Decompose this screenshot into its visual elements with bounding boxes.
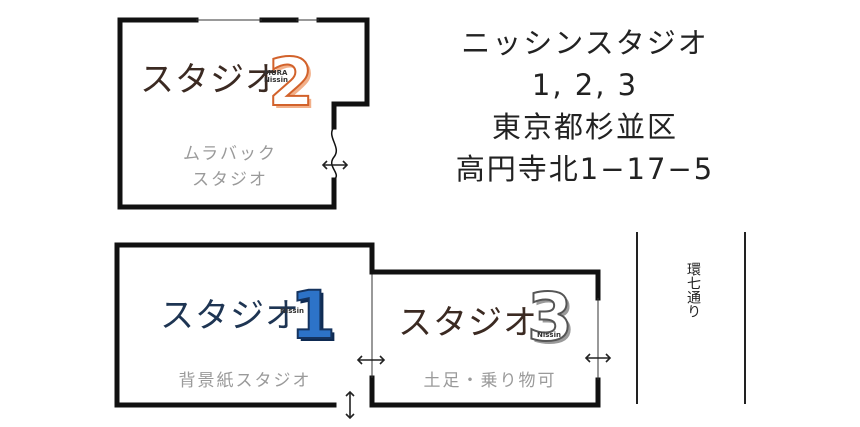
studio-1-room-label: 背景紙スタジオ (160, 368, 330, 394)
double-arrow-vertical-icon (345, 390, 355, 420)
studio-3-title: スタジオ (398, 303, 538, 343)
studio-3-walls (369, 269, 601, 408)
studio-name: ニッシンスタジオ (461, 26, 709, 60)
brand-nissin: Nissin (537, 331, 561, 339)
studio-3-number: 3 (526, 279, 574, 356)
double-arrow-horizontal-icon (356, 355, 386, 365)
wavy-opening-icon (331, 126, 337, 181)
double-arrow-horizontal-icon (321, 160, 349, 170)
street-lines (636, 232, 746, 404)
brand-nissin: Nissin (280, 307, 304, 315)
studio-1-brand: Nissin (280, 307, 304, 315)
studio-2-brand: MURA Nissin (264, 69, 288, 85)
studio-2-walls (117, 17, 370, 210)
studio-3-brand: Nissin (537, 331, 561, 339)
room-label-line-1: 土足・乗り物可 (423, 371, 557, 391)
brand-mura: MURA (264, 69, 288, 77)
studio-2-number: 2 (267, 44, 315, 121)
studio-1-title: スタジオ (160, 296, 300, 336)
brand-nissin: Nissin (264, 76, 288, 85)
room-label-line-1: 背景紙スタジオ (178, 371, 312, 391)
room-label-line-2: スタジオ (192, 170, 268, 191)
studio-2-title: スタジオ (140, 60, 280, 100)
double-arrow-horizontal-icon (584, 353, 612, 363)
street-label: 環七通り (685, 262, 701, 318)
studio-numbers: 1, 2, 3 (531, 68, 639, 102)
room-label-line-1: ムラバック (183, 144, 277, 164)
address-line-2: 高円寺北1−17−5 (455, 152, 715, 186)
studio-2-room-label: ムラバック スタジオ (150, 141, 310, 194)
studio-1-number: 1 (289, 277, 337, 354)
studio-1-walls (114, 242, 375, 408)
address-block: ニッシンスタジオ 1, 2, 3 東京都杉並区 高円寺北1−17−5 (430, 22, 740, 190)
studio-3-room-label: 土足・乗り物可 (400, 368, 580, 394)
address-line-1: 東京都杉並区 (491, 110, 678, 144)
